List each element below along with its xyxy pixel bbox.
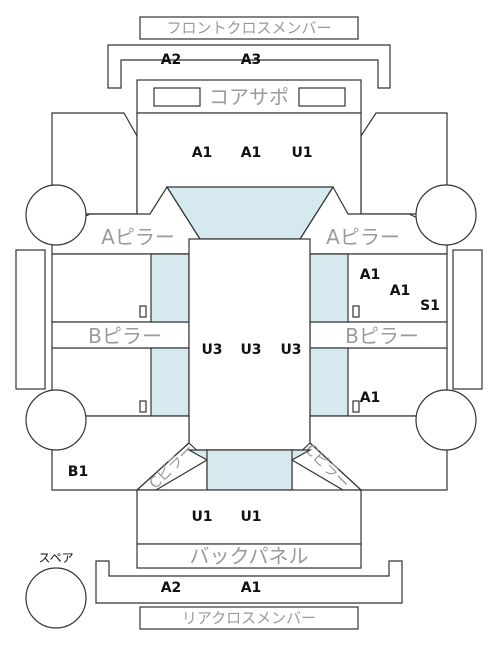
a-pillar-right-label: Aピラー	[326, 225, 400, 249]
front-member-code-1: A2	[161, 52, 182, 68]
door-handle-rear-right	[352, 400, 360, 413]
hood-code-3: U1	[291, 145, 312, 161]
tire-rear-right[interactable]	[415, 389, 477, 451]
front-member-code-2: A3	[241, 52, 262, 68]
rear-member-code-2: A1	[241, 580, 262, 596]
door-handle-rear-left	[139, 400, 147, 413]
trunk-code-2: U1	[240, 509, 261, 525]
rear-cross-member-label-box	[139, 606, 359, 630]
roof[interactable]	[188, 238, 311, 451]
hood-code-2: A1	[241, 145, 262, 161]
core-support-label: コアサポ	[209, 85, 289, 109]
door-handle-front-right	[352, 305, 360, 318]
rear-cross-member-label: リアクロスメンバー	[182, 609, 316, 627]
tire-rear-left[interactable]	[25, 389, 87, 451]
right-rear-door-code: A1	[360, 390, 381, 406]
spare-tire-label: スペア	[38, 551, 73, 565]
core-support-right-slot	[298, 87, 346, 107]
rear-cross-member[interactable]	[95, 560, 403, 604]
door-handle-front-left	[139, 305, 147, 318]
a-pillar-left-label: Aピラー	[101, 225, 175, 249]
tire-front-right[interactable]	[415, 184, 477, 246]
front-cross-member-label-box	[139, 16, 359, 40]
spare-tire[interactable]	[25, 567, 87, 629]
rear-window-left	[150, 347, 190, 417]
right-door-code-2: A1	[390, 283, 411, 299]
rear-window-right	[309, 347, 349, 417]
right-door-code-1: A1	[360, 267, 381, 283]
trunk[interactable]	[136, 489, 362, 545]
roof-code-3: U3	[280, 342, 301, 358]
back-panel-label: バックパネル	[190, 544, 309, 568]
side-sill-right[interactable]	[452, 249, 483, 390]
tire-front-left[interactable]	[25, 184, 87, 246]
b-pillar-right-label: Bピラー	[345, 324, 419, 348]
trunk-code-1: U1	[191, 509, 212, 525]
hood-code-1: A1	[192, 145, 213, 161]
front-window-right	[309, 253, 349, 323]
b-pillar-right[interactable]	[309, 321, 448, 349]
front-cross-member[interactable]	[107, 44, 391, 89]
rear-window-body	[206, 449, 293, 491]
left-rear-fender-code: B1	[68, 464, 88, 480]
roof-code-1: U3	[201, 342, 222, 358]
b-pillar-left-label: Bピラー	[88, 324, 162, 348]
front-window-left	[150, 253, 190, 323]
side-sill-left[interactable]	[15, 249, 46, 390]
front-cross-member-label: フロントクロスメンバー	[166, 19, 331, 37]
roof-code-2: U3	[240, 342, 261, 358]
back-panel[interactable]	[136, 543, 362, 569]
rear-member-code-1: A2	[161, 580, 182, 596]
core-support-left-slot	[153, 87, 201, 107]
right-door-code-3: S1	[420, 298, 440, 314]
